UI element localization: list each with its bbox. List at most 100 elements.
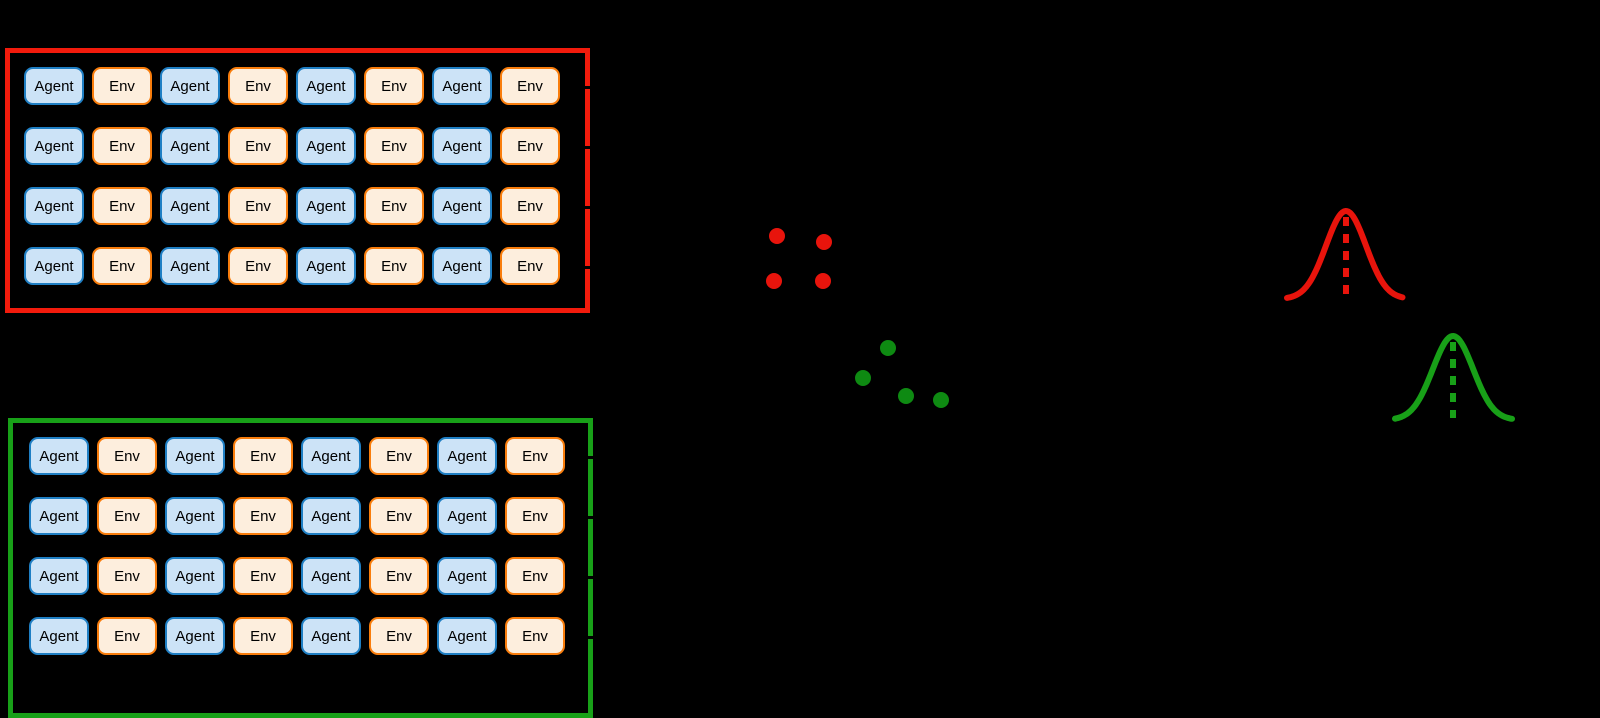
agent-node[interactable]: Agent [296, 127, 356, 165]
scatter-dot [855, 370, 871, 386]
env-node[interactable]: Env [505, 497, 565, 535]
env-node[interactable]: Env [92, 67, 152, 105]
agent-node[interactable]: Agent [301, 437, 361, 475]
env-node[interactable]: Env [92, 187, 152, 225]
connector-spine [569, 636, 572, 656]
env-node[interactable]: Env [233, 557, 293, 595]
agent-node[interactable]: Agent [301, 557, 361, 595]
env-node[interactable]: Env [233, 437, 293, 475]
env-node[interactable]: Env [364, 127, 424, 165]
row-connector [566, 206, 598, 209]
agent-node[interactable]: Agent [24, 187, 84, 225]
env-node[interactable]: Env [505, 617, 565, 655]
connector-spine [566, 86, 569, 106]
agent-node[interactable]: Agent [296, 67, 356, 105]
agent-node[interactable]: Agent [160, 127, 220, 165]
agent-node[interactable]: Agent [24, 67, 84, 105]
env-node[interactable]: Env [228, 187, 288, 225]
agent-node[interactable]: Agent [437, 437, 497, 475]
agent-node[interactable]: Agent [160, 187, 220, 225]
env-node[interactable]: Env [369, 557, 429, 595]
agent-node[interactable]: Agent [437, 557, 497, 595]
agent-node[interactable]: Agent [29, 497, 89, 535]
env-node[interactable]: Env [369, 437, 429, 475]
connector-spine [569, 456, 572, 476]
agent-node[interactable]: Agent [160, 67, 220, 105]
env-node[interactable]: Env [228, 67, 288, 105]
env-node[interactable]: Env [228, 127, 288, 165]
env-node[interactable]: Env [505, 557, 565, 595]
env-node[interactable]: Env [369, 617, 429, 655]
connector-spine [566, 266, 569, 286]
distribution-curve [1284, 208, 1406, 301]
scatter-dot [898, 388, 914, 404]
scatter-dot [880, 340, 896, 356]
agent-node[interactable]: Agent [301, 497, 361, 535]
env-node[interactable]: Env [92, 247, 152, 285]
agent-node[interactable]: Agent [296, 247, 356, 285]
agent-node[interactable]: Agent [432, 67, 492, 105]
env-node[interactable]: Env [364, 247, 424, 285]
env-node[interactable]: Env [97, 617, 157, 655]
env-node[interactable]: Env [364, 187, 424, 225]
agent-node[interactable]: Agent [165, 497, 225, 535]
connector-spine [569, 516, 572, 536]
row-connector [569, 636, 601, 639]
agent-node[interactable]: Agent [24, 247, 84, 285]
env-node[interactable]: Env [500, 127, 560, 165]
agent-node[interactable]: Agent [437, 497, 497, 535]
agent-node[interactable]: Agent [301, 617, 361, 655]
agent-node[interactable]: Agent [432, 247, 492, 285]
agent-node[interactable]: Agent [437, 617, 497, 655]
row-connector [569, 516, 601, 519]
env-node[interactable]: Env [97, 437, 157, 475]
env-node[interactable]: Env [233, 497, 293, 535]
scatter-dot [816, 234, 832, 250]
distribution-curve [1392, 333, 1515, 422]
agent-node[interactable]: Agent [432, 187, 492, 225]
connector-spine [569, 576, 572, 596]
scatter-dot [933, 392, 949, 408]
agent-node[interactable]: Agent [160, 247, 220, 285]
connector-spine [566, 146, 569, 166]
row-connector [569, 576, 601, 579]
agent-node[interactable]: Agent [432, 127, 492, 165]
env-node[interactable]: Env [500, 247, 560, 285]
env-node[interactable]: Env [364, 67, 424, 105]
env-node[interactable]: Env [97, 557, 157, 595]
scatter-dot [766, 273, 782, 289]
agent-node[interactable]: Agent [165, 557, 225, 595]
scatter-dot [769, 228, 785, 244]
row-connector [569, 456, 601, 459]
agent-node[interactable]: Agent [296, 187, 356, 225]
env-node[interactable]: Env [228, 247, 288, 285]
env-node[interactable]: Env [505, 437, 565, 475]
env-node[interactable]: Env [369, 497, 429, 535]
row-connector [566, 86, 598, 89]
agent-node[interactable]: Agent [29, 557, 89, 595]
agent-node[interactable]: Agent [24, 127, 84, 165]
env-node[interactable]: Env [97, 497, 157, 535]
env-node[interactable]: Env [92, 127, 152, 165]
env-node[interactable]: Env [500, 187, 560, 225]
agent-node[interactable]: Agent [165, 617, 225, 655]
agent-node[interactable]: Agent [29, 437, 89, 475]
env-node[interactable]: Env [500, 67, 560, 105]
env-node[interactable]: Env [233, 617, 293, 655]
agent-node[interactable]: Agent [165, 437, 225, 475]
agent-node[interactable]: Agent [29, 617, 89, 655]
row-connector [566, 146, 598, 149]
scatter-dot [815, 273, 831, 289]
